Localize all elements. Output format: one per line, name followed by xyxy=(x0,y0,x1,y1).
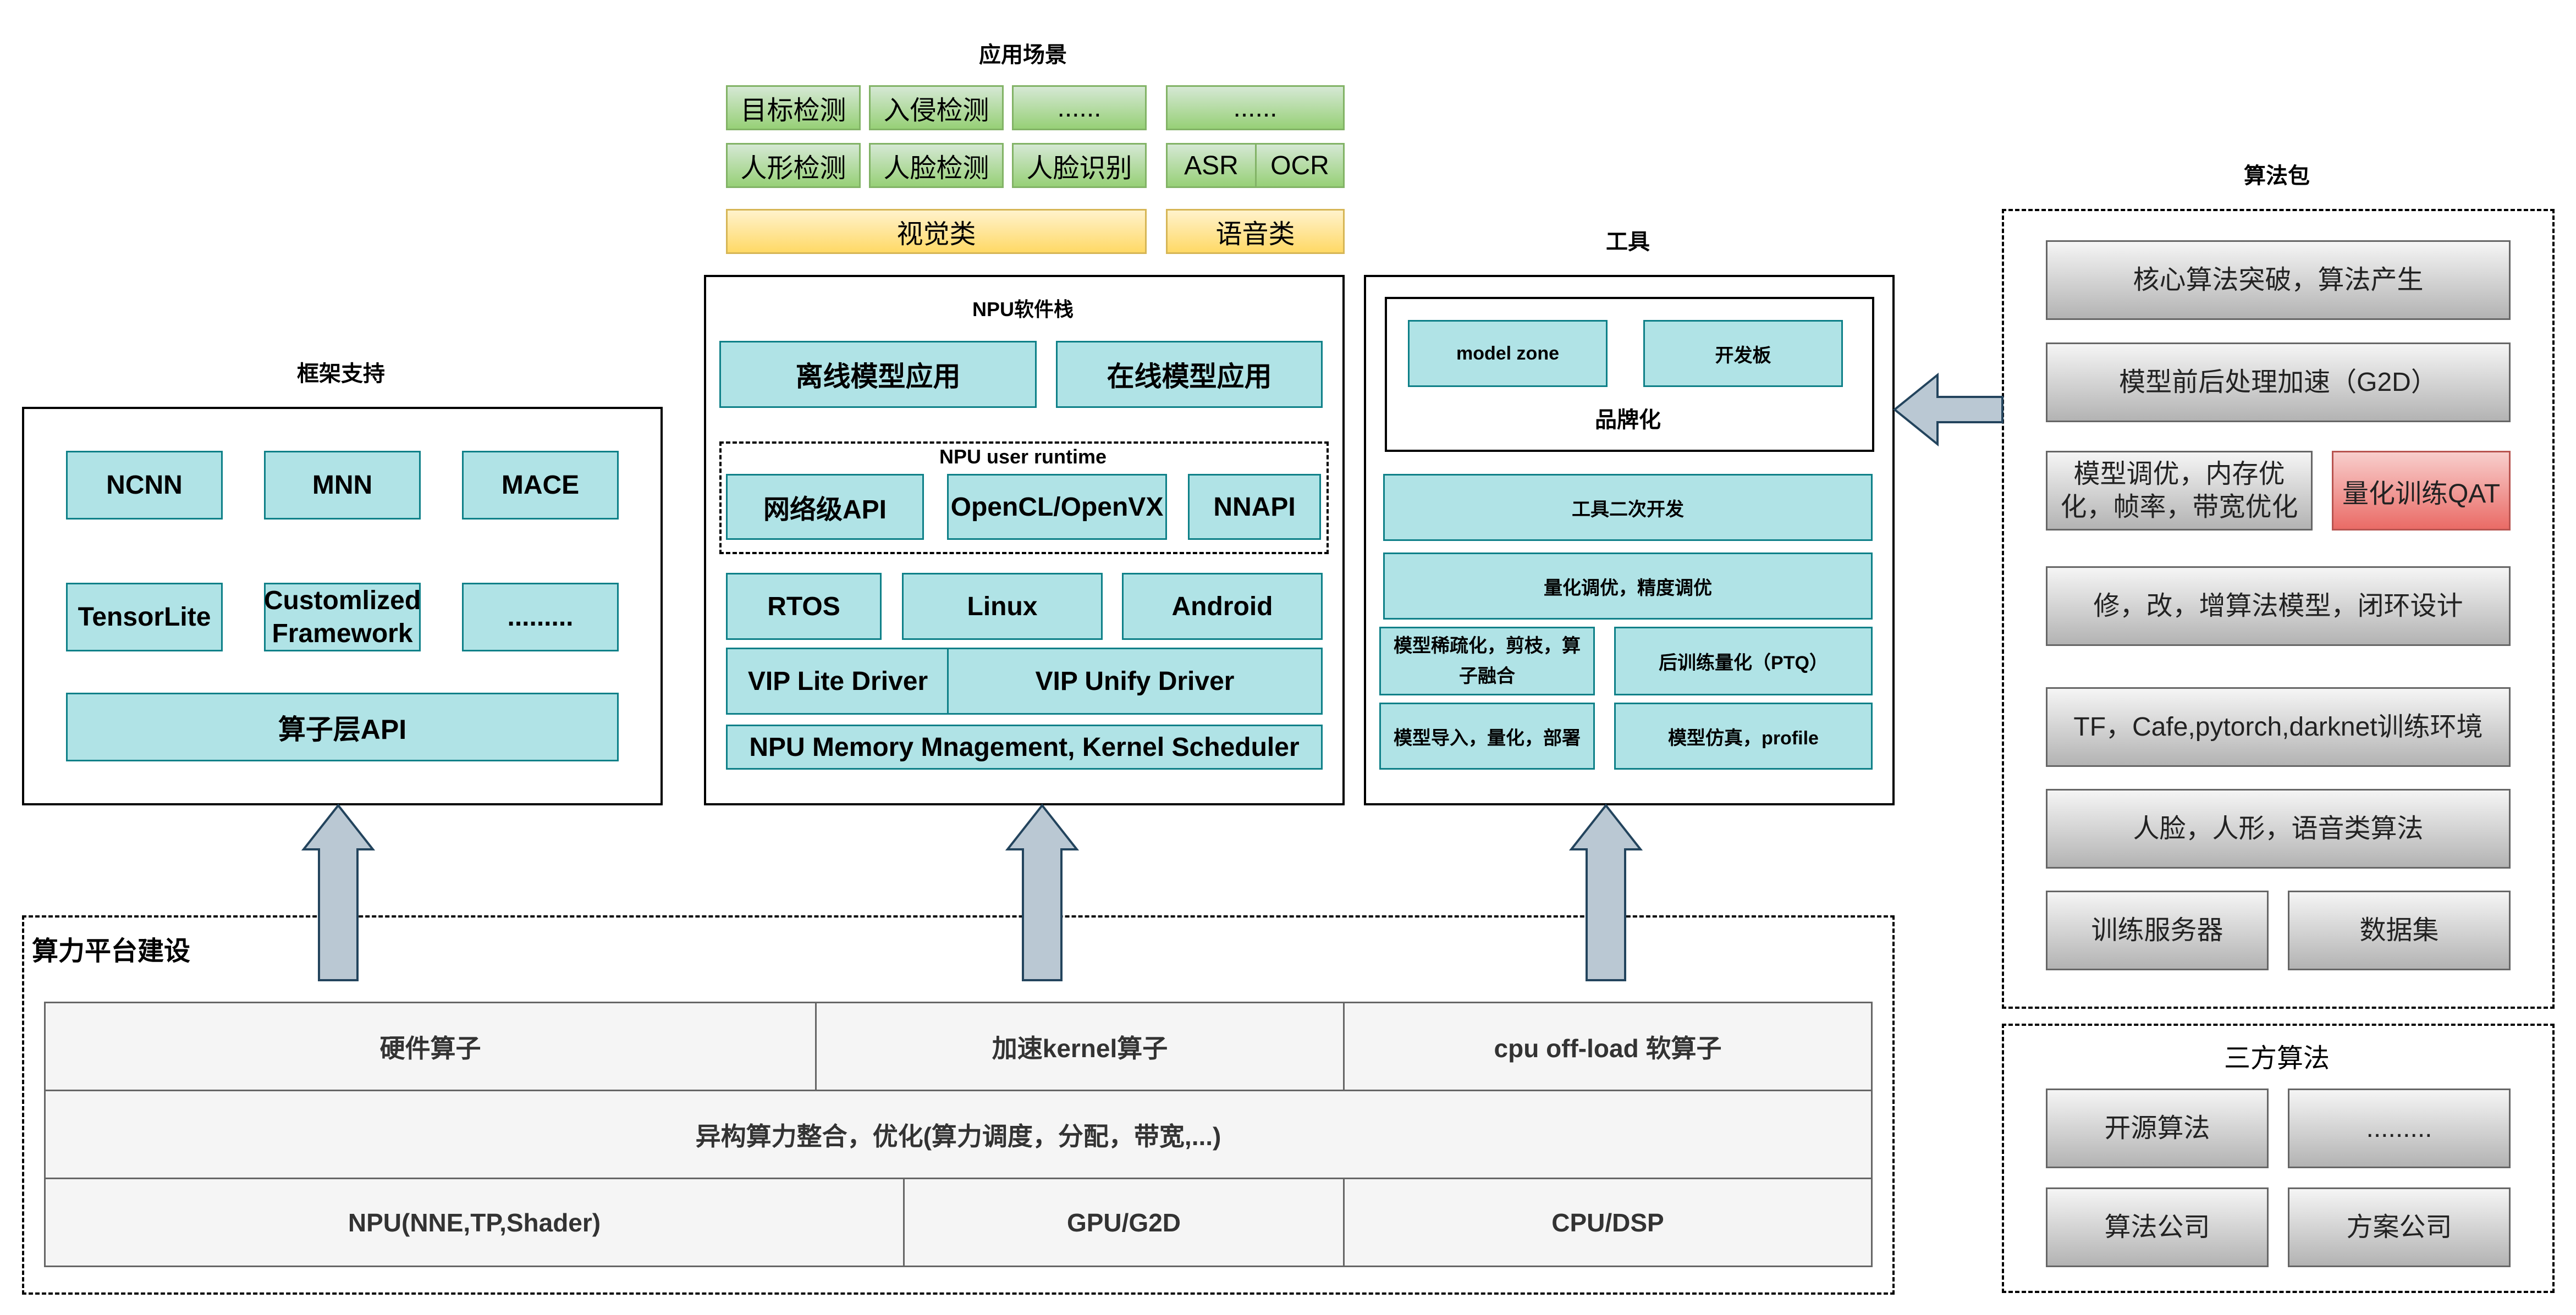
scenario-intrusion-detection: 入侵检测 xyxy=(869,85,1004,130)
npu-nne-tp-shader: NPU(NNE,TP,Shader) xyxy=(44,1178,905,1267)
training-environment: TF，Cafe,pytorch,darknet训练环境 xyxy=(2046,687,2511,767)
vip-unify-driver: VIP Unify Driver xyxy=(947,648,1323,715)
framework-mace: MACE xyxy=(462,451,619,520)
quant-precision-tuning: 量化调优，精度调优 xyxy=(1383,552,1873,620)
closed-loop-design: 修，改，增算法模型，闭环设计 xyxy=(2046,566,2511,646)
scenario-voice-more: ...... xyxy=(1166,85,1345,130)
arrow-platform-to-framework xyxy=(301,803,376,981)
framework-ncnn: NCNN xyxy=(66,451,223,520)
framework-mnn: MNN xyxy=(264,451,421,520)
training-server: 训练服务器 xyxy=(2046,891,2269,970)
arrow-algo-pkg-to-tools xyxy=(1892,372,2003,447)
scenarios-title: 应用场景 xyxy=(979,43,1067,67)
npu-runtime-title: NPU user runtime xyxy=(939,445,1107,468)
scenario-face-detection: 人脸检测 xyxy=(869,143,1004,188)
cpu-dsp: CPU/DSP xyxy=(1343,1178,1873,1267)
post-training-quant: 后训练量化（PTQ） xyxy=(1614,627,1873,695)
third-party-panel xyxy=(2002,1024,2555,1293)
compute-platform-title: 算力平台建设 xyxy=(32,937,191,966)
scenario-vision-more: ...... xyxy=(1012,85,1147,130)
model-simulation-profile: 模型仿真，profile xyxy=(1614,703,1873,770)
scenario-body-detection: 人形检测 xyxy=(726,143,861,188)
offline-model-app: 离线模型应用 xyxy=(719,341,1037,408)
third-party-more: ......... xyxy=(2288,1089,2511,1168)
heterogeneous-compute-integration: 异构算力整合，优化(算力调度，分配，带宽,...) xyxy=(44,1090,1873,1179)
model-sparsify-prune: 模型稀疏化，剪枝，算子融合 xyxy=(1379,627,1595,695)
scenario-ocr: OCR xyxy=(1255,143,1345,188)
gpu-g2d: GPU/G2D xyxy=(903,1178,1345,1267)
scenario-target-detection: 目标检测 xyxy=(726,85,861,130)
npu-stack-title: NPU软件栈 xyxy=(972,298,1074,321)
tools-secondary-dev: 工具二次开发 xyxy=(1383,474,1873,541)
framework-tensorlite: TensorLite xyxy=(66,583,223,651)
opencl-openvx: OpenCL/OpenVX xyxy=(947,474,1167,540)
nnapi: NNAPI xyxy=(1188,474,1321,540)
tools-title: 工具 xyxy=(1606,230,1650,254)
model-tuning: 模型调优，内存优化，帧率，带宽优化 xyxy=(2046,451,2313,531)
algo-pkg-title: 算法包 xyxy=(2244,164,2310,188)
npu-runtime-group xyxy=(719,441,1329,554)
framework-more: ......... xyxy=(462,583,619,651)
open-source-algorithms: 开源算法 xyxy=(2046,1089,2269,1168)
category-voice: 语音类 xyxy=(1166,209,1345,254)
third-party-title: 三方算法 xyxy=(2223,1044,2330,1073)
os-android: Android xyxy=(1122,573,1323,640)
category-vision: 视觉类 xyxy=(726,209,1147,254)
algo-pkg-panel xyxy=(2002,209,2555,1009)
algorithm-companies: 算法公司 xyxy=(2046,1187,2269,1267)
arrow-platform-to-npu-stack xyxy=(1005,803,1080,981)
core-algorithm: 核心算法突破，算法产生 xyxy=(2046,240,2511,320)
dataset: 数据集 xyxy=(2288,891,2511,970)
framework-title: 框架支持 xyxy=(297,362,385,386)
dev-board: 开发板 xyxy=(1643,320,1843,387)
cpu-offload-soft-operators: cpu off-load 软算子 xyxy=(1343,1002,1873,1091)
accelerated-kernel-operators: 加速kernel算子 xyxy=(815,1002,1345,1091)
npu-memory-scheduler: NPU Memory Mnagement, Kernel Scheduler xyxy=(726,725,1323,770)
compute-platform-panel xyxy=(22,915,1895,1295)
solution-companies: 方案公司 xyxy=(2288,1187,2511,1267)
network-api: 网络级API xyxy=(726,474,924,540)
hardware-operators: 硬件算子 xyxy=(44,1002,817,1091)
scenario-asr: ASR xyxy=(1166,143,1257,188)
quant-training-qat: 量化训练QAT xyxy=(2332,451,2511,531)
scenario-face-recognition: 人脸识别 xyxy=(1012,143,1147,188)
g2d-acceleration: 模型前后处理加速（G2D） xyxy=(2046,342,2511,422)
os-linux: Linux xyxy=(902,573,1103,640)
online-model-app: 在线模型应用 xyxy=(1056,341,1323,408)
os-rtos: RTOS xyxy=(726,573,882,640)
face-body-voice-algorithms: 人脸，人形，语音类算法 xyxy=(2046,789,2511,869)
framework-customized: Customlized Framework xyxy=(264,583,421,651)
vip-lite-driver: VIP Lite Driver xyxy=(726,648,950,715)
operator-layer-api: 算子层API xyxy=(66,693,619,761)
model-import-deploy: 模型导入，量化，部署 xyxy=(1379,703,1595,770)
branding-label: 品牌化 xyxy=(1595,408,1661,432)
model-zone: model zone xyxy=(1408,320,1608,387)
arrow-platform-to-tools xyxy=(1568,803,1643,981)
